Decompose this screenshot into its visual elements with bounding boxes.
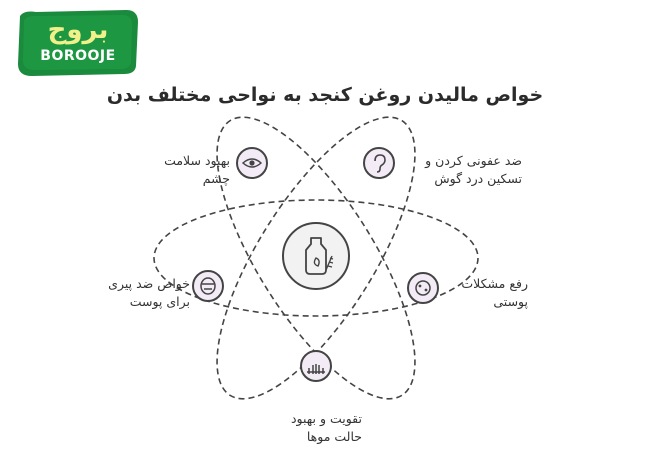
label-eye-line2: چشم [202,171,230,186]
skin-icon [407,272,439,304]
label-skin: رفع مشکلات پوستی [450,275,528,311]
label-hair: تقویت و بهبود حالت موها [262,410,362,446]
page-title: خواص مالیدن روغن کنجد به نواحی مختلف بدن [106,84,544,106]
sesame-oil-bottle-icon [282,222,350,290]
label-ear-line1: ضد عفونی کردن و [425,153,522,168]
label-hair-line2: حالت موها [306,429,362,444]
label-hair-line1: تقویت و بهبود [290,411,362,426]
logo-badge [18,10,138,76]
label-eye-line1: بهبود سلامت [164,153,230,168]
label-antiaging: خواص ضد پیری برای پوست [84,275,190,311]
label-antiaging-line1: خواص ضد پیری [108,276,190,291]
face-mask-icon [192,270,224,302]
orbit-horizontal [153,199,479,317]
brand-logo: بروج BOROOJE [14,8,142,78]
label-skin-line1: رفع مشکلات [461,276,528,291]
label-skin-line2: پوستی [493,294,528,309]
orbits [153,116,479,400]
eye-icon [236,147,268,179]
label-eye: بهبود سلامت چشم [138,152,230,188]
hair-icon [300,350,332,382]
logo-latin-text: BOROOJE [40,48,116,64]
orbit-tilted-left [216,116,416,400]
label-ear: ضد عفونی کردن و تسکین درد گوش [402,152,522,188]
orbit-tilted-right [216,116,416,400]
ear-icon [363,147,395,179]
label-ear-line2: تسکین درد گوش [434,171,522,186]
label-antiaging-line2: برای پوست [129,294,190,309]
logo-persian-text: بروج [47,15,109,45]
